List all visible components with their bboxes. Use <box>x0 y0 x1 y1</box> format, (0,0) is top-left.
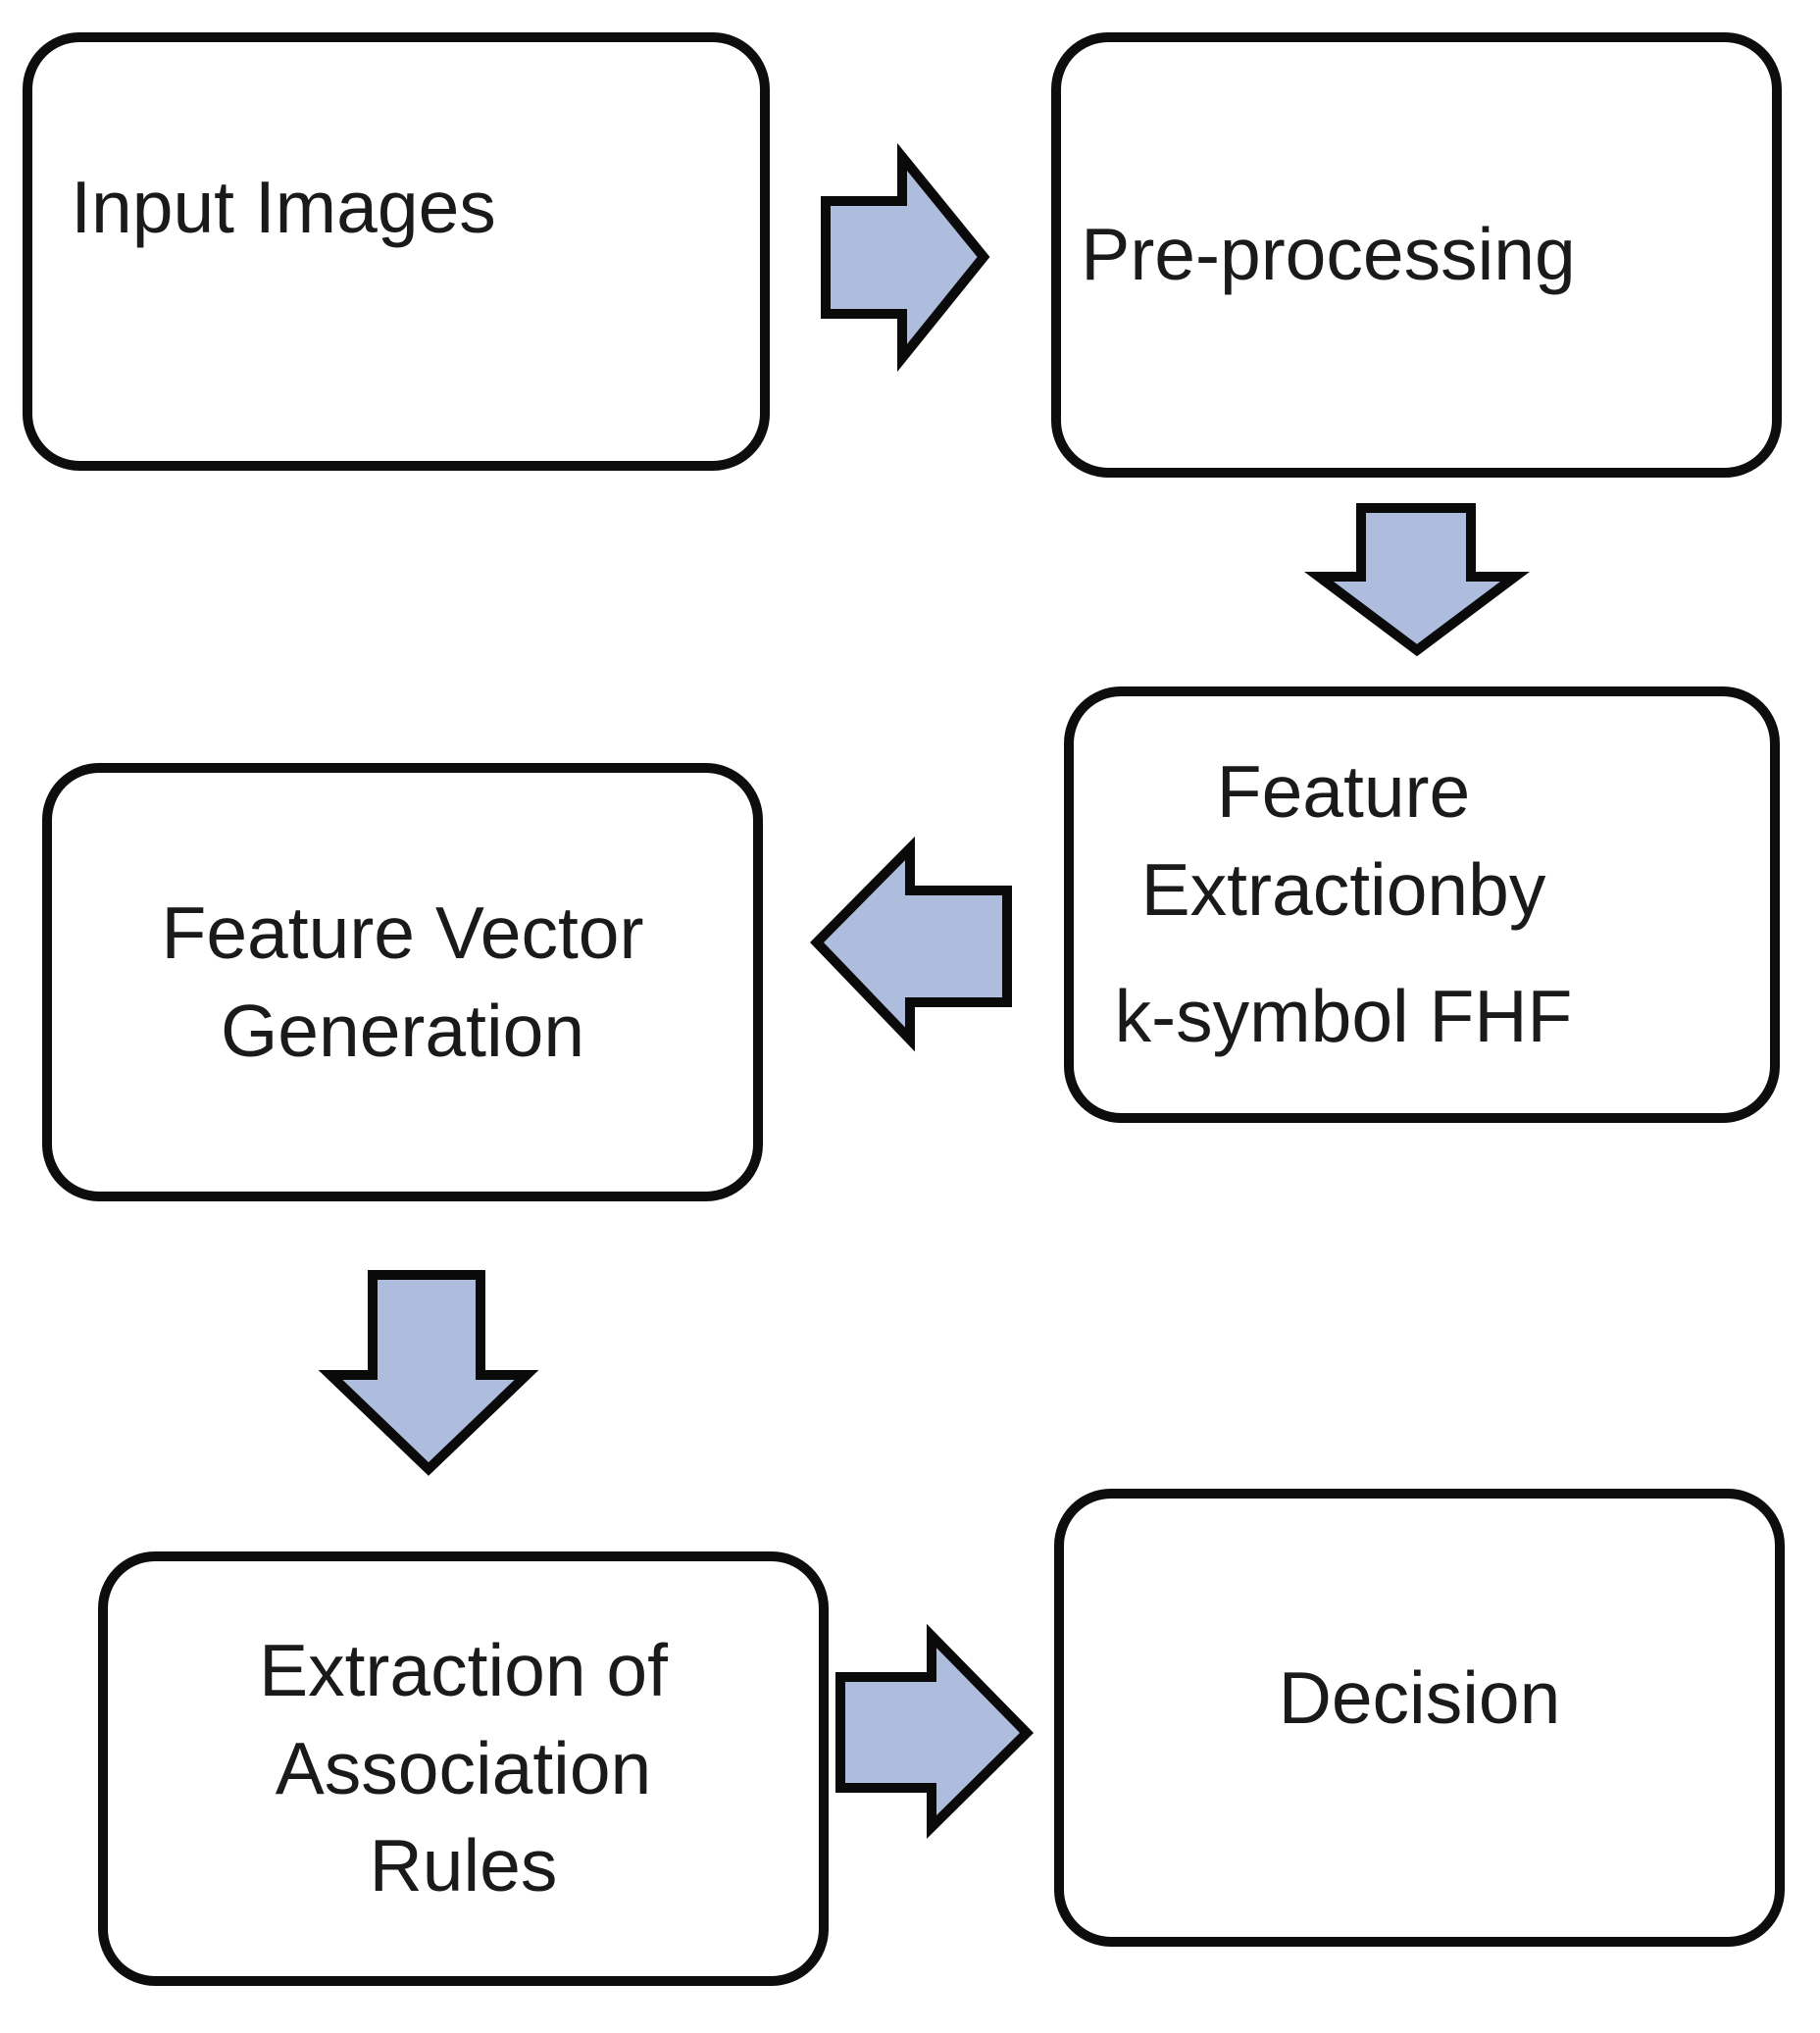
arrow-left-icon <box>810 836 1012 1052</box>
node-input-images-label: Input Images <box>71 165 496 248</box>
node-decision: Decision <box>1054 1489 1785 1947</box>
node-feature-extraction: Feature Extractionby k-symbol FHF <box>1064 686 1780 1123</box>
node-pre-processing: Pre-processing <box>1051 32 1782 478</box>
node-input-images: Input Images <box>23 32 770 471</box>
arrow-right-icon <box>821 142 990 373</box>
node-feature-vector-generation: Feature Vector Generation <box>42 763 763 1201</box>
arrow-down-icon <box>1304 503 1530 657</box>
node-decision-label: Decision <box>1278 1655 1561 1739</box>
arrow-right-icon <box>835 1623 1035 1839</box>
node-feature-vector-generation-label: Feature Vector Generation <box>161 890 644 1072</box>
node-pre-processing-label: Pre-processing <box>1081 213 1576 296</box>
node-extraction-of-association-rules-label: Extraction of Association Rules <box>259 1628 668 1907</box>
node-feature-extraction-label-line1: Feature Extractionby <box>1140 749 1546 931</box>
arrow-down-icon <box>318 1270 539 1476</box>
node-extraction-of-association-rules: Extraction of Association Rules <box>98 1551 829 1986</box>
node-feature-extraction-label-line2: k-symbol FHF <box>1114 975 1573 1058</box>
